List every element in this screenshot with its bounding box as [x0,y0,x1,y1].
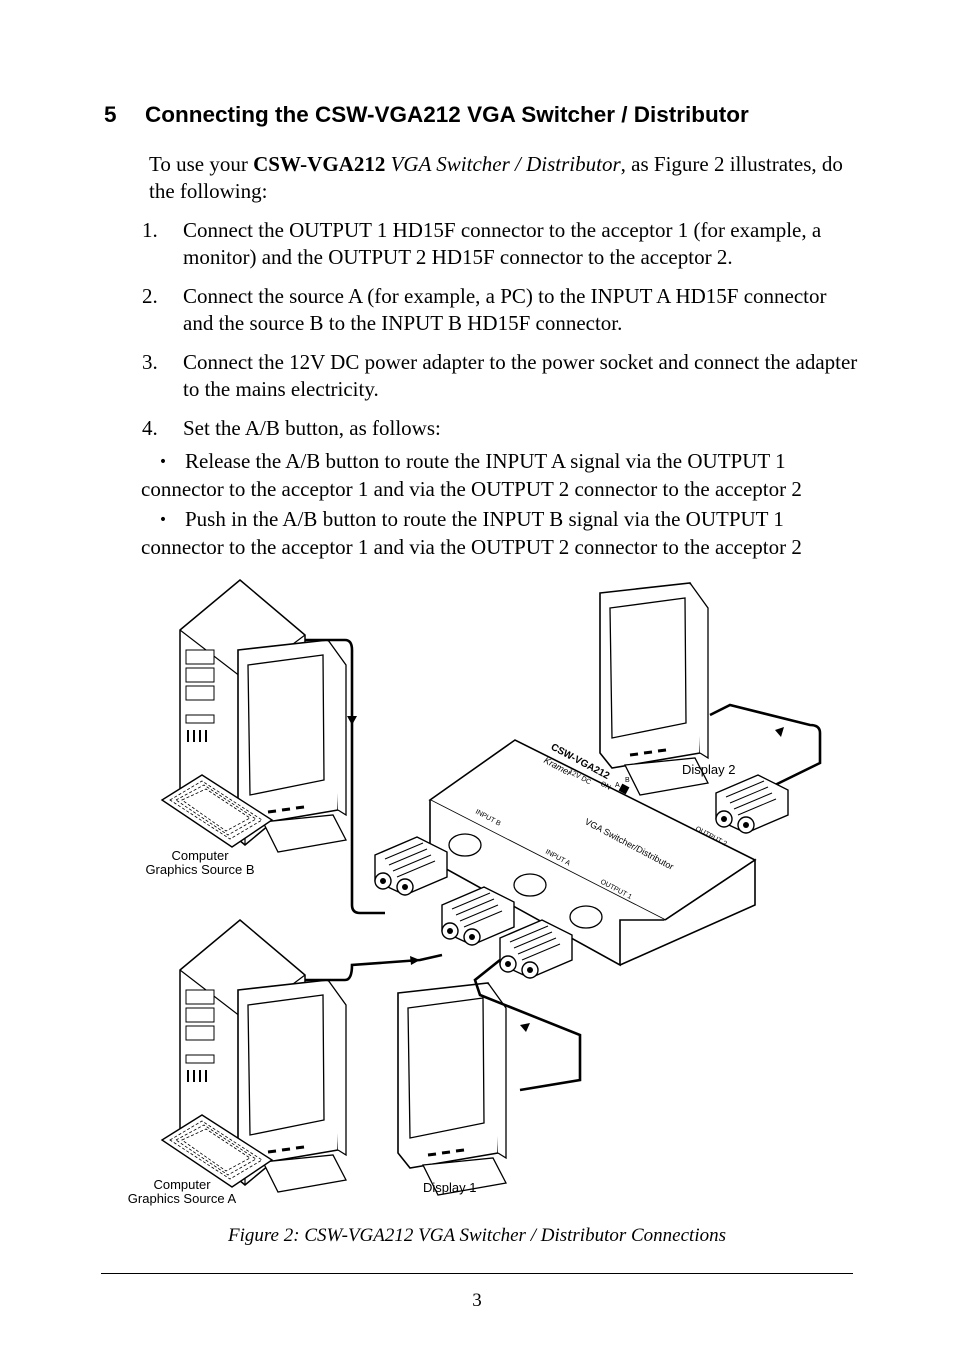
step-text: Set the A/B button, as follows: [183,416,441,440]
step-number: 3. [142,350,158,374]
intro-paragraph: To use your CSW-VGA212 VGA Switcher / Di… [149,151,849,204]
diagram-svg: Computer Graphics Source B Computer Grap… [128,579,822,1206]
bullet-push: • Push in the A/B button to route the INP… [141,506,871,560]
bullet-text-cont: connector to the acceptor 1 and via the … [141,534,802,559]
arrow-icon [520,1023,530,1032]
label-source-a-2: Graphics Source A [128,1191,237,1206]
arrow-icon [775,727,784,737]
port-input-b [448,833,482,857]
monitor-icon [396,981,508,1197]
section-title: Connecting the CSW-VGA212 VGA Switcher /… [145,102,749,127]
cable-source-b [305,638,385,915]
port-input-a [513,873,547,897]
step-1: 1. Connect the OUTPUT 1 HD15F connector … [142,217,862,270]
step-text: Connect the OUTPUT 1 HD15F connector to … [183,218,822,269]
figure-caption: Figure 2: CSW-VGA212 VGA Switcher / Dist… [227,1225,726,1246]
intro-lead: To use your [149,152,254,176]
arrow-icon [410,956,420,965]
connection-diagram: Computer Graphics Source B Computer Grap… [120,575,840,1215]
bullet-release: • Release the A/B button to route the INP… [141,448,871,502]
section-number: 5 [104,102,117,127]
step-number: 2. [142,284,158,308]
step-number: 1. [142,218,158,242]
cable-display-1 [473,958,582,1092]
computer-icon [161,579,348,854]
port-output-1 [569,905,603,929]
footer-divider [101,1273,853,1274]
step-2: 2. Connect the source A (for example, a … [142,283,862,336]
bullet-icon: • [158,512,168,528]
step-3: 3. Connect the 12V DC power adapter to t… [142,349,862,402]
device-on-label: ON [599,781,612,792]
label-source-b-2: Graphics Source B [145,862,254,877]
cable-source-a [305,953,443,982]
label-source-b-1: Computer [171,848,229,863]
label-display-1: Display 1 [423,1180,476,1195]
step-4: 4. Set the A/B button, as follows: [142,415,862,442]
device-b-label: B [625,777,630,784]
product-name: CSW-VGA212 [253,152,386,176]
step-text: Connect the 12V DC power adapter to the … [183,350,858,401]
computer-icon [161,919,348,1194]
product-description: VGA Switcher / Distributor [390,152,621,176]
page-number: 3 [472,1290,482,1311]
bullet-text: Push in the A/B button to route the INPU… [185,507,784,531]
intro-rest: , as Figure 2 illustrates, do the follow… [149,152,843,203]
step-number: 4. [142,416,158,440]
bullet-text: Release the A/B button to route the INPU… [185,449,786,473]
section-heading: 5 Connecting the CSW-VGA212 VGA Switcher … [104,102,749,128]
label-source-a-1: Computer [153,1177,211,1192]
device-a-label: A [615,782,620,789]
switcher-device: CSW-VGA212 VGA Switcher/Distributor Kram… [428,739,757,967]
cable-display-2 [709,703,822,787]
ab-button [618,783,630,795]
bullet-text-cont: connector to the acceptor 1 and via the … [141,476,802,501]
step-text: Connect the source A (for example, a PC)… [183,284,827,335]
arrow-icon [347,716,357,725]
label-display-2: Display 2 [682,762,735,777]
bullet-icon: • [158,454,168,470]
